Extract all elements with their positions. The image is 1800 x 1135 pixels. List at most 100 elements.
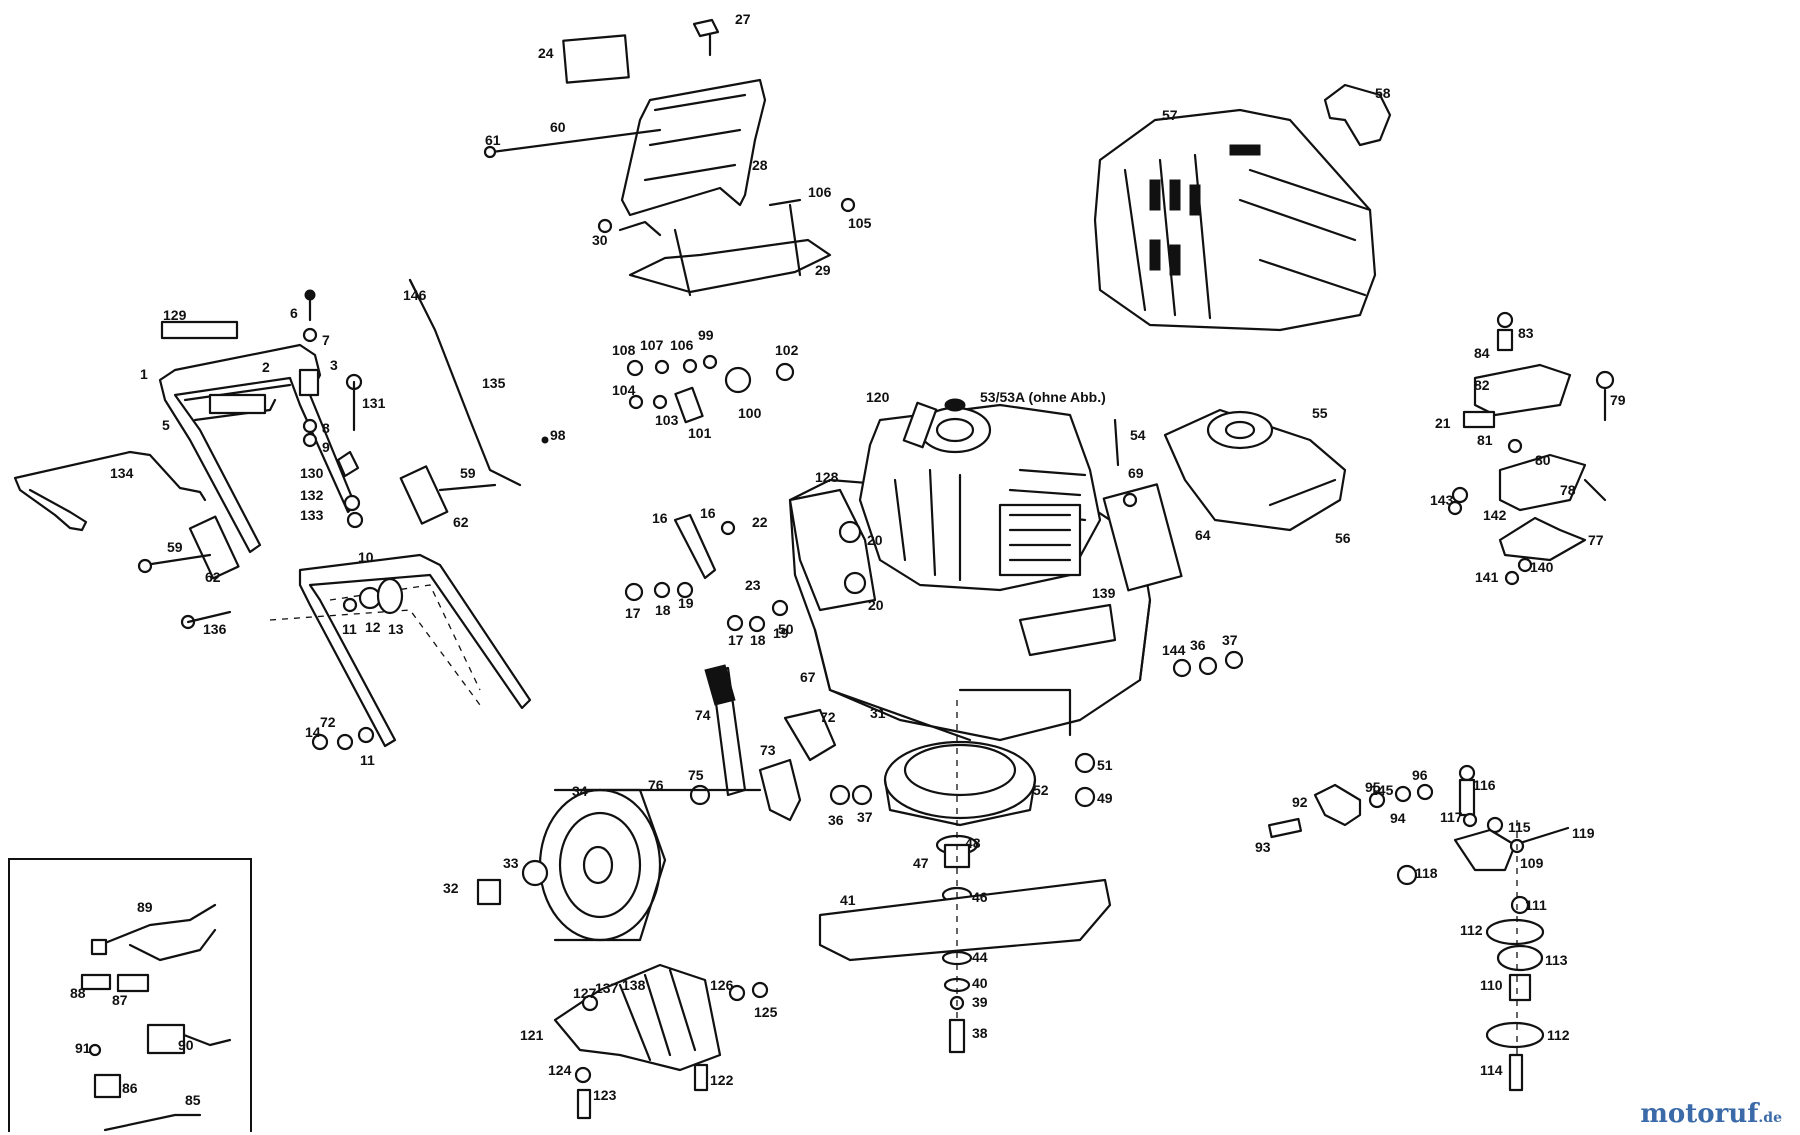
part-label: 16: [652, 510, 668, 526]
part-label: 34: [572, 783, 588, 799]
part-label: 76: [648, 777, 664, 793]
part-label: 38: [972, 1025, 988, 1041]
part-label: 121: [520, 1027, 544, 1043]
part-label: 27: [735, 11, 751, 27]
part-label: 20: [868, 597, 884, 613]
throttle-cable: [408, 278, 522, 487]
part-label: 36: [828, 812, 844, 828]
part-label: 106: [670, 337, 694, 353]
part-label: 10: [358, 549, 374, 565]
part-label: 58: [1375, 85, 1391, 101]
part-label: 14: [305, 724, 321, 740]
part-label: 55: [1312, 405, 1328, 421]
part-label: 1: [140, 366, 148, 382]
part-label: 28: [752, 157, 768, 173]
part-label: 116: [1473, 777, 1496, 793]
part-label: 81: [1477, 432, 1493, 448]
part-label: 87: [112, 992, 128, 1008]
part-label: 6: [290, 305, 298, 321]
part-label: 132: [300, 487, 324, 503]
part-label: 18: [655, 602, 671, 618]
part-label: 144: [1162, 642, 1186, 658]
part-label: 127: [573, 985, 597, 1001]
part-label: 89: [137, 899, 153, 915]
part-label: 50: [778, 621, 794, 637]
part-label: 112: [1547, 1027, 1570, 1043]
part-label: 31: [870, 705, 886, 721]
watermark-domain: .de: [1758, 1110, 1782, 1126]
part-label: 134: [110, 465, 134, 481]
part-label: 130: [300, 465, 324, 481]
part-label: 139: [1092, 585, 1116, 601]
lower-handle: [269, 553, 532, 748]
part-label: 40: [972, 975, 988, 991]
part-label: 37: [1222, 632, 1238, 648]
part-label: 142: [1483, 507, 1507, 523]
mulch-kit-parts: [1267, 764, 1570, 1092]
part-label: 11: [342, 621, 357, 637]
part-label: 98: [550, 427, 566, 443]
part-label: 11: [360, 752, 375, 768]
part-label: 51: [1097, 757, 1113, 773]
part-label: 30: [592, 232, 608, 248]
part-label: 64: [1195, 527, 1211, 543]
inset-starter-kit: [80, 903, 232, 1132]
part-label: 131: [362, 395, 386, 411]
part-label: 41: [840, 892, 856, 908]
part-label: 7: [322, 332, 330, 348]
part-label: 136: [203, 621, 227, 637]
part-label: 57: [1162, 107, 1178, 123]
part-label: 114: [1480, 1062, 1503, 1078]
part-label: 108: [612, 342, 636, 358]
part-label: 112: [1460, 922, 1483, 938]
height-lever: [578, 664, 873, 822]
part-label: 86: [122, 1080, 138, 1096]
part-label: 44: [972, 949, 988, 965]
handle-knobs: [137, 465, 497, 630]
blade-stack: [818, 700, 1112, 1054]
part-label: 94: [1390, 810, 1406, 826]
part-label: 53/53A (ohne Abb.): [980, 389, 1106, 405]
part-label: 99: [698, 327, 714, 343]
part-label: 145: [1370, 782, 1394, 798]
part-label: 23: [745, 577, 761, 593]
part-label: 106: [808, 184, 832, 200]
part-label: 47: [913, 855, 929, 871]
part-label: 16: [700, 505, 716, 521]
part-label: 110: [1480, 977, 1503, 993]
part-label: 78: [1560, 482, 1576, 498]
part-label: 100: [738, 405, 762, 421]
part-label: 59: [460, 465, 476, 481]
inset-frame: [8, 858, 252, 1132]
part-label: 104: [612, 382, 636, 398]
part-label: 37: [857, 809, 873, 825]
part-label: 128: [815, 469, 839, 485]
part-label: 17: [625, 605, 641, 621]
part-label: 95: [1365, 779, 1381, 795]
part-label: 72: [320, 714, 336, 730]
part-label: 75: [688, 767, 704, 783]
electric-box: [1447, 311, 1615, 586]
handle-fasteners: [302, 289, 404, 751]
part-label: 49: [1097, 790, 1113, 806]
part-label: 135: [482, 375, 506, 391]
part-label: 90: [178, 1037, 194, 1053]
part-label: 39: [972, 994, 988, 1010]
part-label: 73: [760, 742, 776, 758]
part-label: 9: [322, 439, 330, 455]
discharge-chute: [788, 488, 877, 612]
part-label: 119: [1572, 825, 1595, 841]
part-label: 117: [1440, 809, 1463, 825]
part-label: 74: [695, 707, 711, 723]
part-label: 124: [548, 1062, 572, 1078]
part-label: 84: [1474, 345, 1490, 361]
part-label: 19: [678, 595, 694, 611]
blade-housing: [883, 740, 1096, 827]
part-label: 2: [262, 359, 270, 375]
part-label: 122: [710, 1072, 734, 1088]
part-label: 69: [1128, 465, 1144, 481]
part-label: 59: [167, 539, 183, 555]
part-label: 13: [388, 621, 404, 637]
part-label: 125: [754, 1004, 778, 1020]
